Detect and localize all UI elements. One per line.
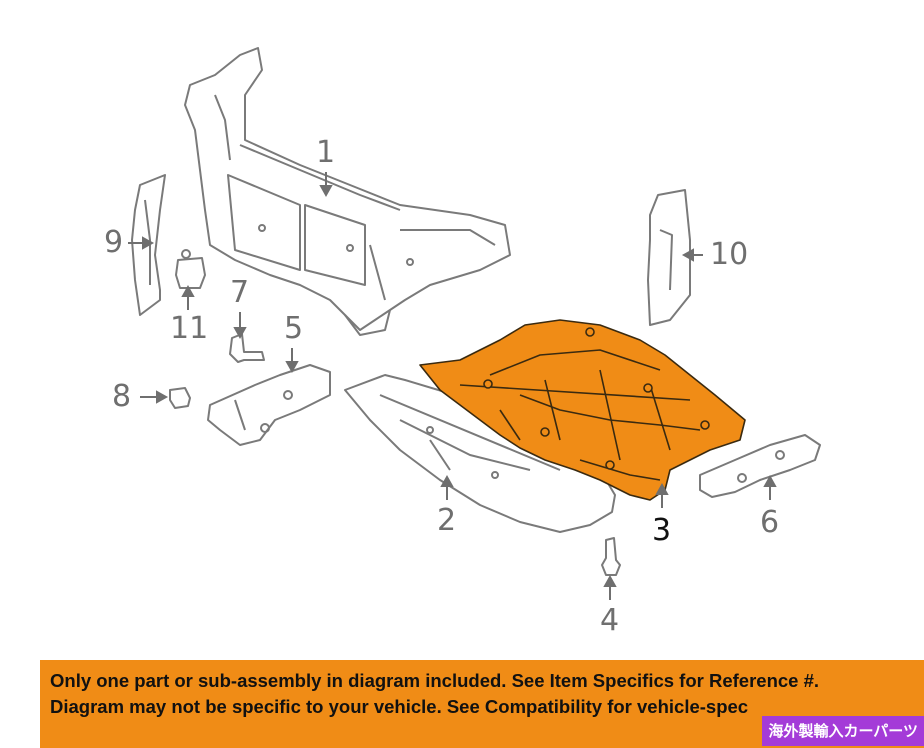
part-10-right-air-guide [647,189,691,326]
part-3-under-cover [419,319,746,501]
callout-10: 10 [710,237,749,272]
callout-7: 7 [230,275,250,310]
callout-9: 9 [104,225,124,260]
callout-6: 6 [760,505,780,540]
notice-line-2: Diagram may not be specific to your vehi… [50,696,749,717]
part-11-clip [175,249,206,289]
parts-diagram [128,47,821,600]
callout-2: 2 [437,503,457,538]
callout-4: 4 [600,603,620,638]
part-7-bolt [229,333,265,363]
shop-watermark: 海外製輸入カーパーツ [762,716,924,746]
notice-line-1: Only one part or sub-assembly in diagram… [50,670,820,691]
part-5-bracket [207,364,331,446]
callout-3: 3 [652,513,672,548]
callout-11: 11 [170,311,209,346]
callout-5: 5 [284,311,304,346]
part-8-bolt [169,387,191,409]
part-6-bracket [699,434,821,498]
part-4-bolt [601,537,621,576]
part-9-left-air-guide [131,174,166,316]
callout-1: 1 [316,135,336,170]
part-1-radiator-support [184,47,511,336]
callout-8: 8 [112,379,132,414]
